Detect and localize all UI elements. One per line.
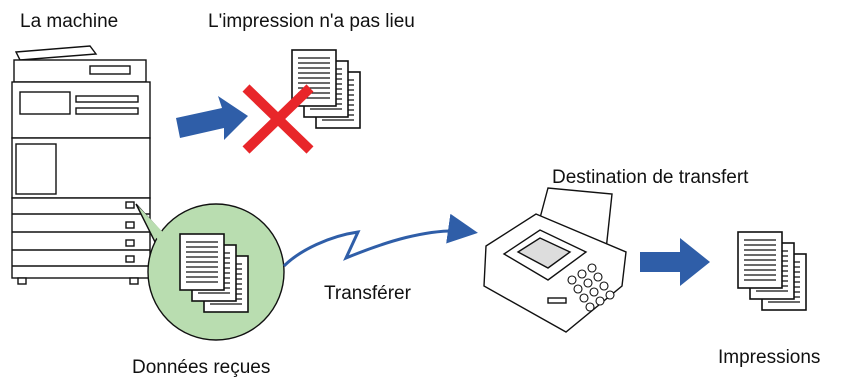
no-print-label: L'impression n'a pas lieu [208, 11, 415, 32]
destination-label: Destination de transfert [552, 167, 749, 188]
machine-label: La machine [20, 11, 119, 32]
machine-icon [11, 45, 151, 285]
arrow-to-prints [640, 238, 710, 286]
fax-machine-icon [483, 187, 627, 333]
arrow-to-print [176, 96, 248, 140]
prints-label: Impressions [718, 347, 821, 368]
transfer-label: Transférer [324, 283, 411, 304]
transfer-line [282, 213, 478, 268]
received-data-label: Données reçues [132, 357, 271, 378]
red-cross-icon [242, 84, 314, 154]
printed-document-stack-icon [738, 232, 806, 310]
